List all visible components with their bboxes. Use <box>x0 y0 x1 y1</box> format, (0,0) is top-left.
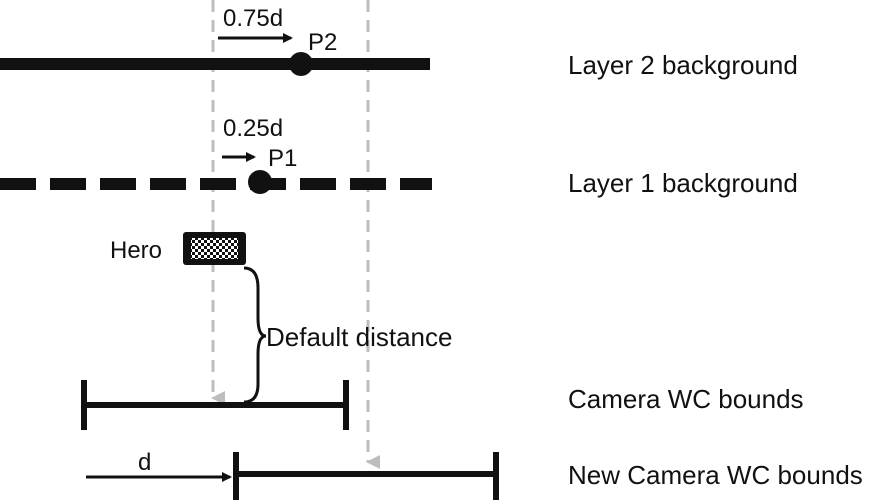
layer1-point-p1 <box>248 170 272 194</box>
hero-label: Hero <box>110 237 162 264</box>
layer2-label: Layer 2 background <box>568 50 798 80</box>
layer2-point-label: P2 <box>308 29 337 56</box>
layer2-offset-label: 0.75d <box>223 5 283 32</box>
hero-sprite-texture <box>191 238 238 259</box>
default-distance-brace <box>243 266 267 404</box>
layer2-point-p2 <box>289 52 313 76</box>
layer1-point-label: P1 <box>268 145 297 172</box>
camera-shift-label: d <box>138 449 151 476</box>
layer1-label: Layer 1 background <box>568 168 798 198</box>
new-camera-bounds-label: New Camera WC bounds <box>568 460 863 490</box>
default-distance-label: Default distance <box>266 322 452 352</box>
layer1-offset-label: 0.25d <box>223 115 283 142</box>
camera-bounds-label: Camera WC bounds <box>568 384 804 414</box>
